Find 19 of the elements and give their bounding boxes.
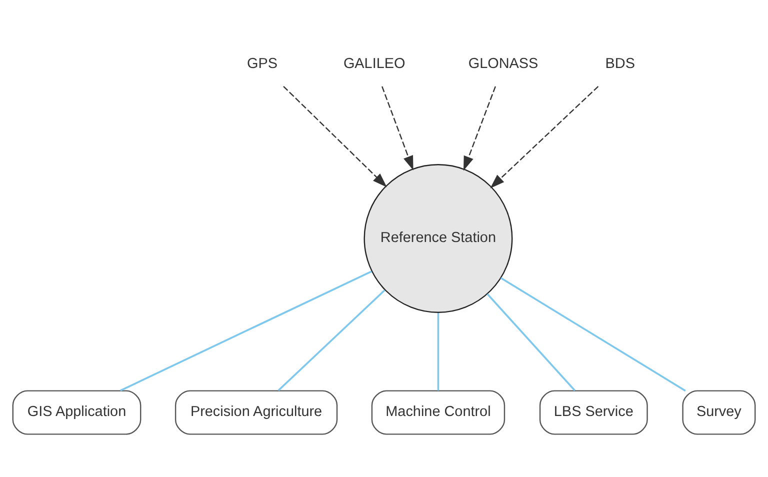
node-box: Machine Control <box>371 390 506 435</box>
arrow <box>490 86 599 188</box>
node-text: GLONASS <box>468 56 538 72</box>
connector <box>486 293 576 392</box>
connector <box>120 270 372 392</box>
node-box: LBS Service <box>539 390 648 435</box>
arrow <box>382 86 414 170</box>
node-text: GALILEO <box>343 56 406 72</box>
node-text: GPS <box>247 56 278 72</box>
node-circle: Reference Station <box>364 164 513 313</box>
node-text: BDS <box>605 56 635 72</box>
node-box: Survey <box>682 390 756 435</box>
node-box: Precision Agriculture <box>174 390 338 435</box>
connector <box>437 312 440 391</box>
connector <box>278 290 386 392</box>
arrow <box>463 86 496 171</box>
node-box: GIS Application <box>12 390 142 435</box>
connector <box>500 277 686 392</box>
arrow <box>283 86 387 188</box>
